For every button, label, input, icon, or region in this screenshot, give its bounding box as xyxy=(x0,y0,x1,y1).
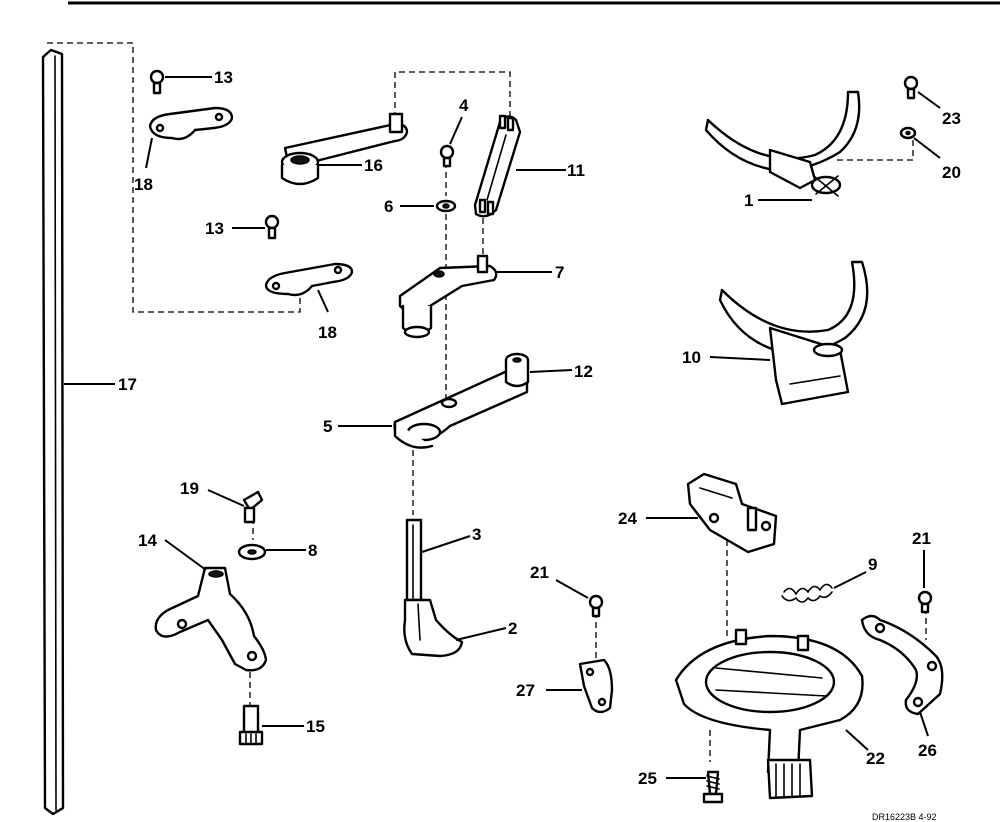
callout-23: 23 xyxy=(942,109,961,128)
callout-24: 24 xyxy=(618,509,637,528)
callout-21: 21 xyxy=(912,529,931,548)
part-10-ring xyxy=(718,260,869,406)
part-17-shaft xyxy=(41,48,65,816)
part-18-bracket-upper xyxy=(148,106,234,141)
callout-16: 16 xyxy=(364,156,383,175)
leader-lines xyxy=(64,76,941,779)
callout-2: 2 xyxy=(508,619,517,638)
callout-8: 8 xyxy=(308,541,317,560)
part-13-screw-upper xyxy=(149,69,165,95)
callout-12: 12 xyxy=(574,362,593,381)
callout-11: 11 xyxy=(567,161,585,180)
callouts: 13 18 16 13 18 4 6 11 7 12 5 17 19 8 14 … xyxy=(118,68,961,822)
part-1-ring xyxy=(704,90,861,197)
callout-9: 9 xyxy=(868,555,877,574)
callout-13: 13 xyxy=(214,68,233,87)
part-24-module xyxy=(686,472,778,554)
callout-1: 1 xyxy=(744,191,753,210)
part-3-rod xyxy=(405,518,423,602)
part-22-base xyxy=(674,628,864,800)
part-16-lever xyxy=(280,112,409,186)
part-19-pin xyxy=(242,490,264,524)
part-25-screw xyxy=(702,770,724,804)
callout-25: 25 xyxy=(638,769,657,788)
callout-18: 18 xyxy=(134,175,153,194)
part-11-link xyxy=(473,114,522,218)
part-15-bushing xyxy=(238,704,264,746)
callout-14: 14 xyxy=(138,531,157,550)
part-23-screw xyxy=(903,75,919,100)
callout-10: 10 xyxy=(682,348,701,367)
part-21-screw-right xyxy=(917,590,933,614)
callout-4: 4 xyxy=(459,96,469,115)
assembly-lines xyxy=(47,42,927,762)
callout-26: 26 xyxy=(918,741,937,760)
callout-21: 21 xyxy=(530,563,549,582)
part-5-12-crank xyxy=(393,352,530,449)
part-13-screw-lower xyxy=(264,214,280,240)
callout-19: 19 xyxy=(180,479,199,498)
part-14-bracket xyxy=(154,566,268,672)
drawing-code: DR16223B 4-92 xyxy=(872,812,937,822)
part-7-arm xyxy=(398,254,498,339)
callout-5: 5 xyxy=(323,417,332,436)
part-20-washer xyxy=(899,126,917,140)
callout-13: 13 xyxy=(205,219,224,238)
part-6-washer xyxy=(435,199,457,213)
callout-17: 17 xyxy=(118,375,137,394)
part-8-washer xyxy=(237,543,267,561)
part-26-plate xyxy=(860,614,944,716)
part-2-foot xyxy=(403,598,464,658)
callout-22: 22 xyxy=(866,749,885,768)
part-27-clip xyxy=(578,658,614,714)
part-21-screw-left xyxy=(588,594,604,618)
callout-7: 7 xyxy=(555,263,564,282)
callout-18: 18 xyxy=(318,323,337,342)
callout-6: 6 xyxy=(384,197,393,216)
callout-3: 3 xyxy=(472,525,481,544)
part-4-screw xyxy=(439,144,455,168)
part-18-bracket-lower xyxy=(264,262,354,297)
callout-27: 27 xyxy=(516,681,535,700)
part-9-spring xyxy=(781,583,833,603)
callout-15: 15 xyxy=(306,717,325,736)
callout-20: 20 xyxy=(942,163,961,182)
